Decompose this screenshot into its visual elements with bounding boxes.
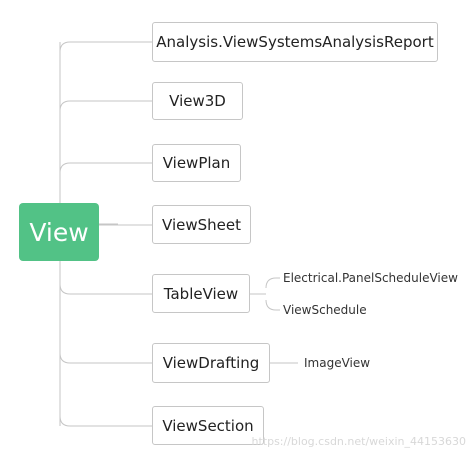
- node-viewsheet[interactable]: ViewSheet: [152, 205, 251, 244]
- node-viewplan[interactable]: ViewPlan: [152, 144, 241, 182]
- node-tableview[interactable]: TableView: [152, 274, 250, 313]
- node-analysis-view-systems-analysis-report[interactable]: Analysis.ViewSystemsAnalysisReport: [152, 22, 438, 62]
- connector-child-2: [59, 100, 152, 112]
- connector-child-7: [59, 415, 152, 427]
- node-view3d[interactable]: View3D: [152, 82, 243, 120]
- root-node-view[interactable]: View: [19, 203, 99, 261]
- leaf-imageview[interactable]: ImageView: [304, 356, 371, 370]
- connector-child-6: [59, 352, 152, 364]
- leaf-electrical-panel-schedule-view[interactable]: Electrical.PanelScheduleView: [283, 271, 458, 285]
- node-viewdrafting[interactable]: ViewDrafting: [152, 343, 270, 383]
- connector-tableview-branch: [250, 277, 280, 311]
- connector-child-5: [59, 283, 152, 295]
- connector-child-3: [59, 162, 152, 174]
- connector-child-1: [59, 41, 152, 53]
- node-viewsection[interactable]: ViewSection: [152, 406, 264, 445]
- watermark-text: https://blog.csdn.net/weixin_44153630: [251, 435, 466, 448]
- leaf-viewschedule[interactable]: ViewSchedule: [283, 303, 367, 317]
